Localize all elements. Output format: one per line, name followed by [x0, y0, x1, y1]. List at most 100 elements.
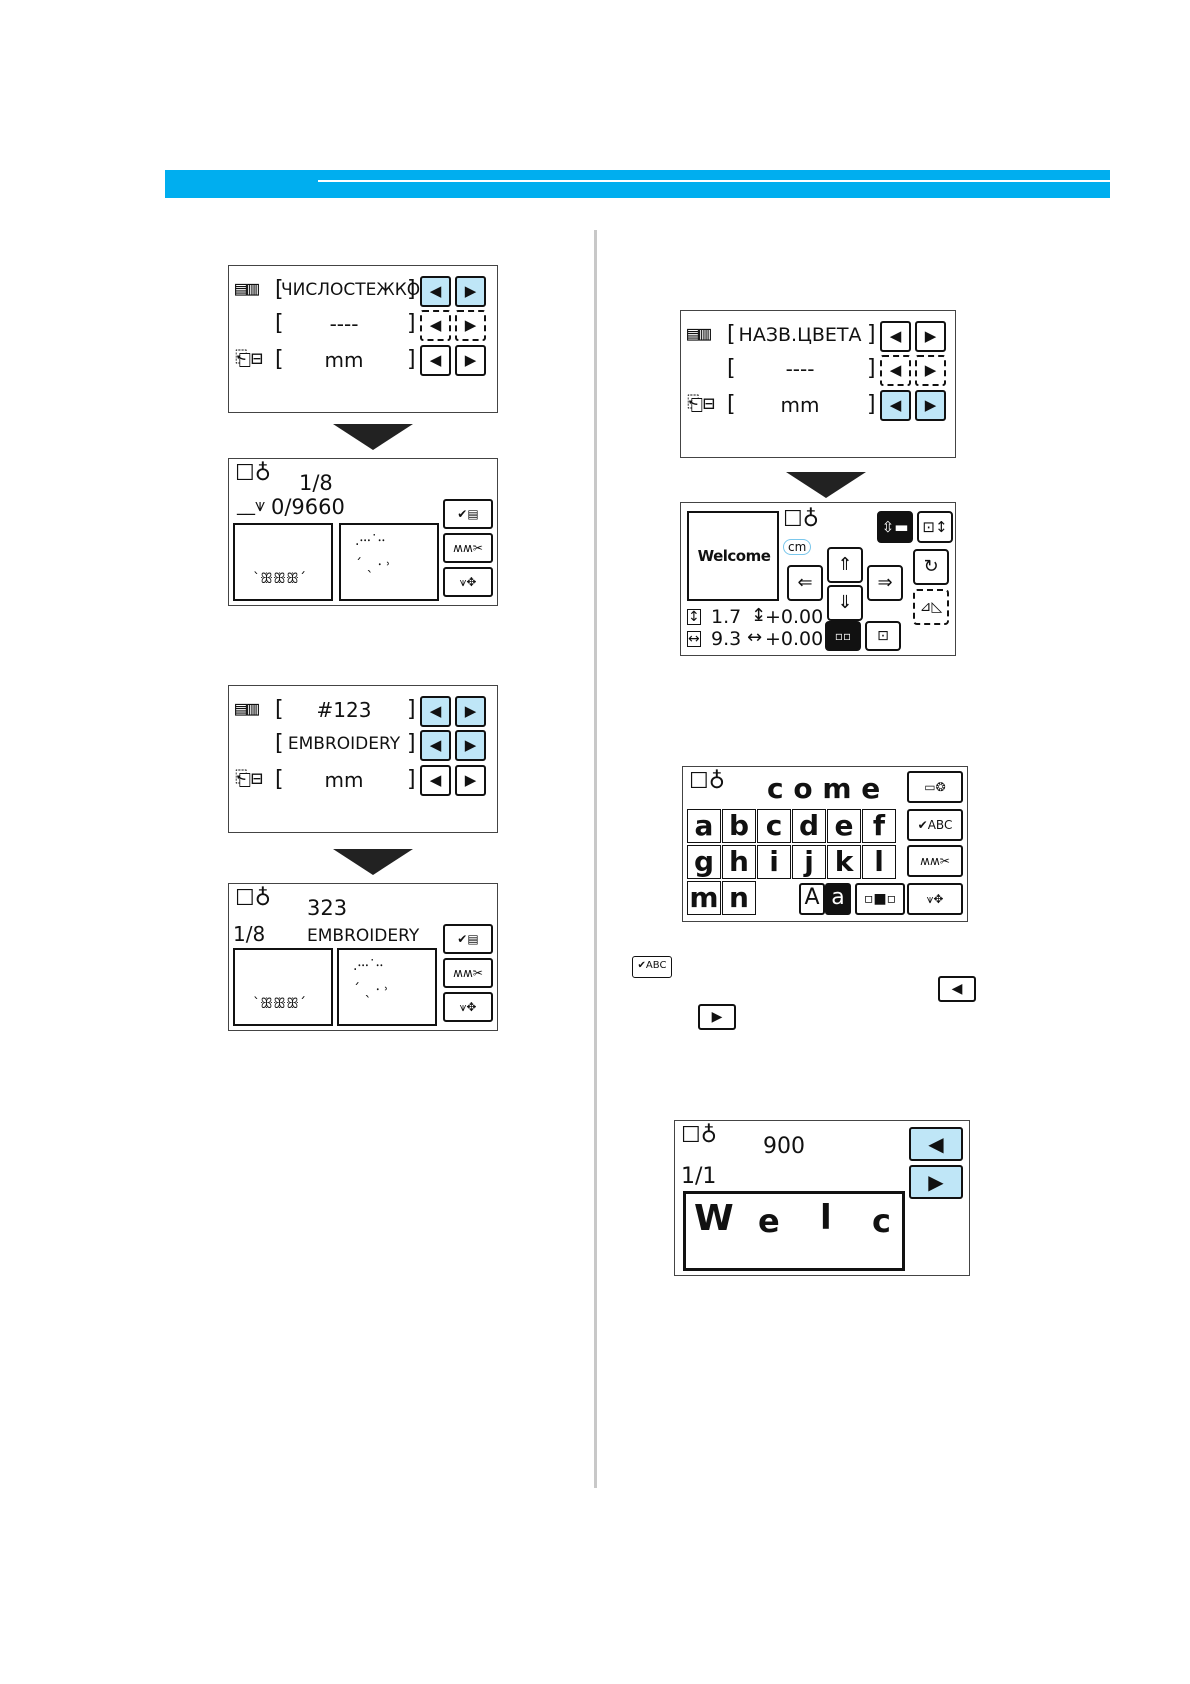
- down-arrow-indicator: [333, 849, 413, 875]
- right-arrow-button[interactable]: ▶: [455, 345, 486, 376]
- spool-list-icon: ▤▥: [687, 321, 712, 345]
- size-change-button[interactable]: ⊡↕: [917, 511, 953, 543]
- width-offset: +0.00: [765, 628, 824, 650]
- key-c[interactable]: c: [757, 809, 791, 843]
- bracket-left: [: [275, 767, 284, 792]
- pattern-preview: Welcome: [687, 511, 779, 601]
- left-arrow-button[interactable]: ◀: [420, 730, 451, 761]
- right-arrow-button[interactable]: ▶: [455, 730, 486, 761]
- color-check-button[interactable]: ✔▤: [443, 924, 493, 954]
- trial-button[interactable]: ⊡: [865, 621, 901, 651]
- check-abc-icon: ✔ABC: [632, 956, 672, 978]
- key-m[interactable]: m: [687, 881, 721, 915]
- lcd-screen-letter-preview: ☐♁ 900 1/1 ◀ ▶ W e l c: [674, 1120, 970, 1276]
- page-indicator: 1/1: [681, 1164, 717, 1189]
- bracket-right: ]: [407, 277, 416, 302]
- pattern-page: 1/8: [233, 922, 266, 946]
- height-value: 1.7: [711, 606, 742, 628]
- bracket-left: [: [275, 697, 284, 722]
- right-arrow-button-disabled: ▶: [915, 355, 946, 386]
- pattern-fragment: `ꕥꕥꕥ´: [253, 996, 306, 1012]
- down-arrow-indicator: [786, 472, 866, 498]
- left-arrow-button[interactable]: ◀: [420, 345, 451, 376]
- right-arrow-button[interactable]: ▶: [455, 276, 486, 307]
- left-arrow-button[interactable]: ◀: [420, 765, 451, 796]
- bracket-left: [: [727, 356, 736, 381]
- case-upper-button[interactable]: A: [799, 883, 825, 915]
- field-thread-number: #123: [316, 698, 372, 722]
- move-down-button[interactable]: ⇓: [827, 585, 863, 621]
- lcd-screen-embroidery-1: ☐♁ 1/8 __⩛ 0/9660 `ꕥꕥꕥ´ .⸱⸱⸱˙⸱⸱ ˊ ˎ ⸱ ˒ …: [228, 458, 498, 606]
- key-d[interactable]: d: [792, 809, 826, 843]
- next-button[interactable]: ▶: [909, 1165, 963, 1199]
- key-g[interactable]: g: [687, 845, 721, 879]
- stitch-cut-button[interactable]: ʍʍ✂: [443, 533, 493, 563]
- key-b[interactable]: b: [722, 809, 756, 843]
- key-i[interactable]: i: [757, 845, 791, 879]
- stitch-cut-button[interactable]: ʍʍ✂: [907, 845, 963, 877]
- field-stitch-count: ЧИСЛОСТЕЖКОВ: [281, 280, 432, 300]
- lcd-screen-settings-3: ▤▥ [ НАЗВ.ЦВЕТА ] ◀ ▶ [ ---- ] ◀ ▶ ⎗⊟ [ …: [680, 310, 956, 458]
- spacing-button[interactable]: ▫▫: [825, 621, 861, 651]
- right-arrow-button[interactable]: ▶: [915, 390, 946, 421]
- key-e[interactable]: e: [827, 809, 861, 843]
- typed-text: c o m e: [767, 772, 881, 805]
- stitch-cut-button[interactable]: ʍʍ✂: [443, 958, 493, 988]
- spacing-button[interactable]: ▫■▫: [855, 883, 905, 915]
- key-a[interactable]: a: [687, 809, 721, 843]
- right-arrow-button-disabled: ▶: [455, 310, 486, 341]
- thread-brand: EMBROIDERY: [307, 926, 420, 946]
- needle-move-button[interactable]: ⩛✥: [907, 883, 963, 915]
- ruler-hoop-icon: ⎗⊟: [235, 346, 264, 370]
- right-arrow-button[interactable]: ▶: [455, 696, 486, 727]
- move-up-button[interactable]: ⇑: [827, 547, 863, 583]
- lcd-screen-settings-1: ▤▥ [ ЧИСЛОСТЕЖКОВ ] ◀ ▶ [ ---- ] ◀ ▶ ⎗⊟ …: [228, 265, 498, 413]
- key-j[interactable]: j: [792, 845, 826, 879]
- left-arrow-button[interactable]: ◀: [880, 390, 911, 421]
- color-check-button[interactable]: ✔▤: [443, 499, 493, 529]
- case-lower-button[interactable]: a: [825, 883, 851, 915]
- key-h[interactable]: h: [722, 845, 756, 879]
- needle-move-button[interactable]: ⩛✥: [443, 992, 493, 1022]
- embroidery-preview-right: .⸱⸱⸱˙⸱⸱ ˊ ˎ ⸱ ˒: [339, 523, 439, 601]
- needle-move-button[interactable]: ⩛✥: [443, 567, 493, 597]
- left-arrow-icon: ◀: [938, 976, 976, 1002]
- bracket-right: ]: [867, 392, 876, 417]
- left-arrow-button[interactable]: ◀: [880, 321, 911, 352]
- bracket-left: [: [727, 392, 736, 417]
- needle-icon: __⩛: [237, 495, 266, 516]
- bracket-right: ]: [867, 322, 876, 347]
- key-n[interactable]: n: [722, 881, 756, 915]
- key-l[interactable]: l: [862, 845, 896, 879]
- pattern-fragment: ˊ ˎ ⸱ ˒: [355, 557, 391, 573]
- key-k[interactable]: k: [827, 845, 861, 879]
- size-toggle-button[interactable]: ⇳▬: [877, 511, 913, 543]
- unit-badge: cm: [783, 539, 812, 555]
- letter-3: l: [820, 1198, 832, 1238]
- height-icon: ↕: [687, 609, 701, 625]
- hoop-thread-icon: ☐♁: [235, 461, 271, 486]
- key-f[interactable]: f: [862, 809, 896, 843]
- down-arrow-indicator: [333, 424, 413, 450]
- thread-number: 900: [763, 1134, 805, 1159]
- left-arrow-button[interactable]: ◀: [420, 276, 451, 307]
- bracket-left: [: [275, 347, 284, 372]
- letter-2: e: [758, 1202, 780, 1240]
- right-arrow-button[interactable]: ▶: [915, 321, 946, 352]
- previous-button[interactable]: ◀: [909, 1127, 963, 1161]
- bracket-right: ]: [407, 697, 416, 722]
- pattern-fragment: ˊ ˎ ⸱ ˒: [353, 982, 389, 998]
- rotate-icon[interactable]: ↻: [913, 549, 949, 585]
- move-right-button[interactable]: ⇒: [867, 565, 903, 601]
- field-color-name: НАЗВ.ЦВЕТА: [738, 324, 862, 346]
- right-arrow-button[interactable]: ▶: [455, 765, 486, 796]
- bracket-right: ]: [407, 311, 416, 336]
- left-arrow-button[interactable]: ◀: [420, 696, 451, 727]
- mirror-icon[interactable]: ⊿◺: [913, 589, 949, 625]
- pattern-page: 1/8: [299, 471, 333, 495]
- check-abc-button[interactable]: ✔ABC: [907, 809, 963, 841]
- thread-change-button[interactable]: ▭❂: [907, 771, 963, 803]
- embroidery-preview-left: `ꕥꕥꕥ´: [233, 948, 333, 1026]
- move-left-button[interactable]: ⇐: [787, 565, 823, 601]
- width-icon: ↔: [687, 631, 701, 647]
